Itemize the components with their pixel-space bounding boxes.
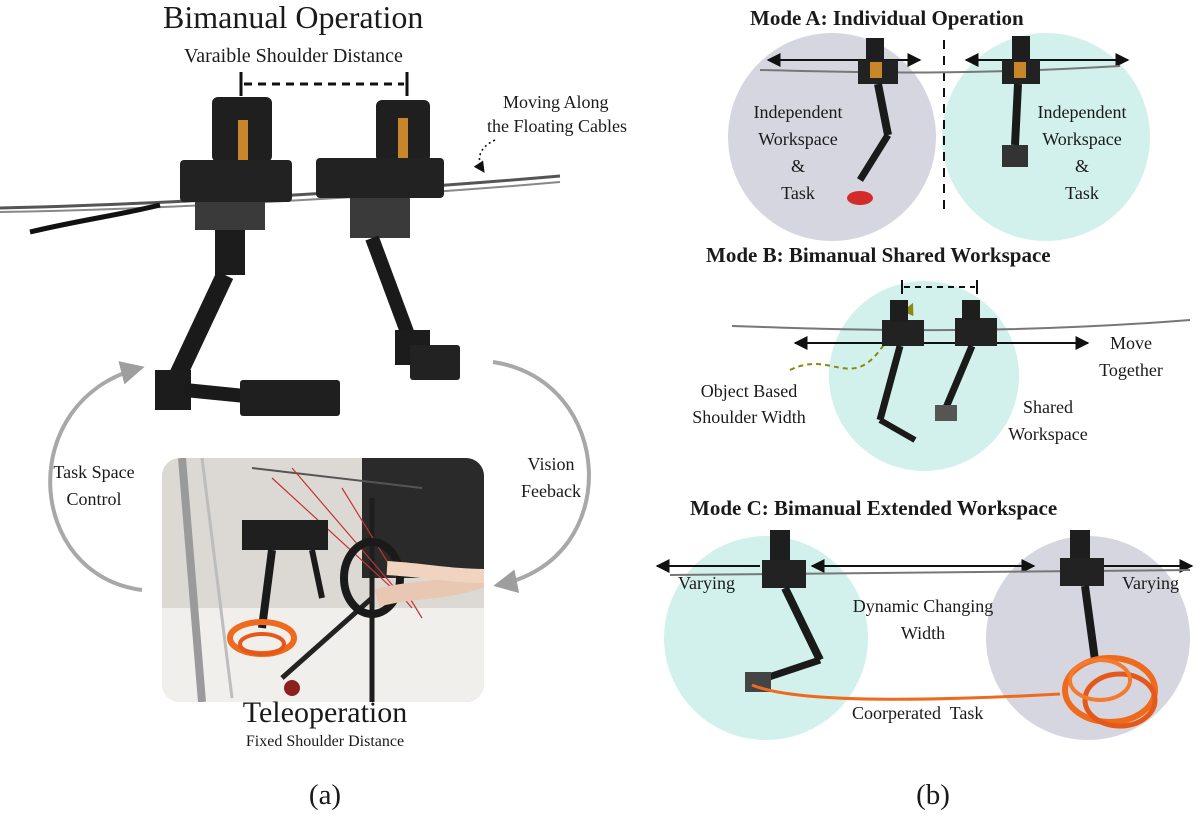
caption-a: (a) [308,779,342,811]
shoulder-distance-label: Varaible Shoulder Distance [184,45,403,67]
varying-right-label: Varying [1122,573,1179,593]
shoulder-distance-bracket [239,72,409,96]
task-space-control-arrow [48,361,145,592]
mode-b-title: Mode B: Bimanual Shared Workspace [706,243,1051,267]
caption-b: (b) [916,779,950,811]
teleoperation-title: Teleoperation [242,696,408,729]
mode-a-title: Mode A: Individual Operation [750,6,1024,30]
object-width-label-1: Object Based [700,381,798,401]
varying-left-label: Varying [678,573,735,593]
task-space-label-line1: Task Space [53,462,135,482]
mode-c-left-workspace [664,536,868,740]
right-robot-arm [316,100,460,380]
mode-a-left-label-2: Workspace [758,129,838,149]
cooperated-task-label: Coorperated Task [852,703,984,723]
dynamic-width-label-2: Width [900,623,946,643]
shared-workspace-label-1: Shared [1023,397,1073,417]
vision-label-line2: Feeback [521,481,581,501]
move-together-label-2: Together [1099,360,1163,380]
mode-a-left-label-3: & [790,156,805,176]
shared-workspace-label-2: Workspace [1008,424,1088,444]
mode-a-left-workspace [728,33,936,241]
left-robot-arm [155,97,340,416]
mode-a-robots [847,36,1040,205]
mode-b-shared-workspace [829,281,1019,471]
vision-label-line1: Vision [527,454,575,474]
mode-a-right-label-3: & [1074,156,1089,176]
mode-b-robots [876,300,997,443]
mode-a-left-label-4: Task [781,183,815,203]
dynamic-width-label-1: Dynamic Changing [852,596,994,616]
mode-a-left-label-1: Independent [753,102,843,122]
orange-cable [751,683,1061,701]
mode-a-right-label-4: Task [1065,183,1099,203]
moving-cables-label-line2: the Floating Cables [487,116,627,136]
object-width-label-2: Shoulder Width [692,407,806,427]
bimanual-operation-title: Bimanual Operation [163,0,424,35]
mode-a-right-workspace [942,33,1150,241]
mode-a-right-label-1: Independent [1037,102,1127,122]
mode-c-robots [745,530,1104,692]
teleoperation-subtitle: Fixed Shoulder Distance [245,733,405,750]
mode-a-right-label-2: Workspace [1042,129,1122,149]
vision-feedback-arrow [492,360,591,594]
orange-cable-coil [1062,655,1158,729]
move-together-label-1: Move [1110,333,1152,353]
mode-c-title: Mode C: Bimanual Extended Workspace [690,496,1058,520]
task-space-label-line2: Control [66,489,122,509]
moving-cables-label-line1: Moving Along [503,92,609,112]
cable-pointer-arrow [473,139,496,173]
teleoperation-scene [162,458,484,702]
teleoperation-photo [162,458,484,702]
